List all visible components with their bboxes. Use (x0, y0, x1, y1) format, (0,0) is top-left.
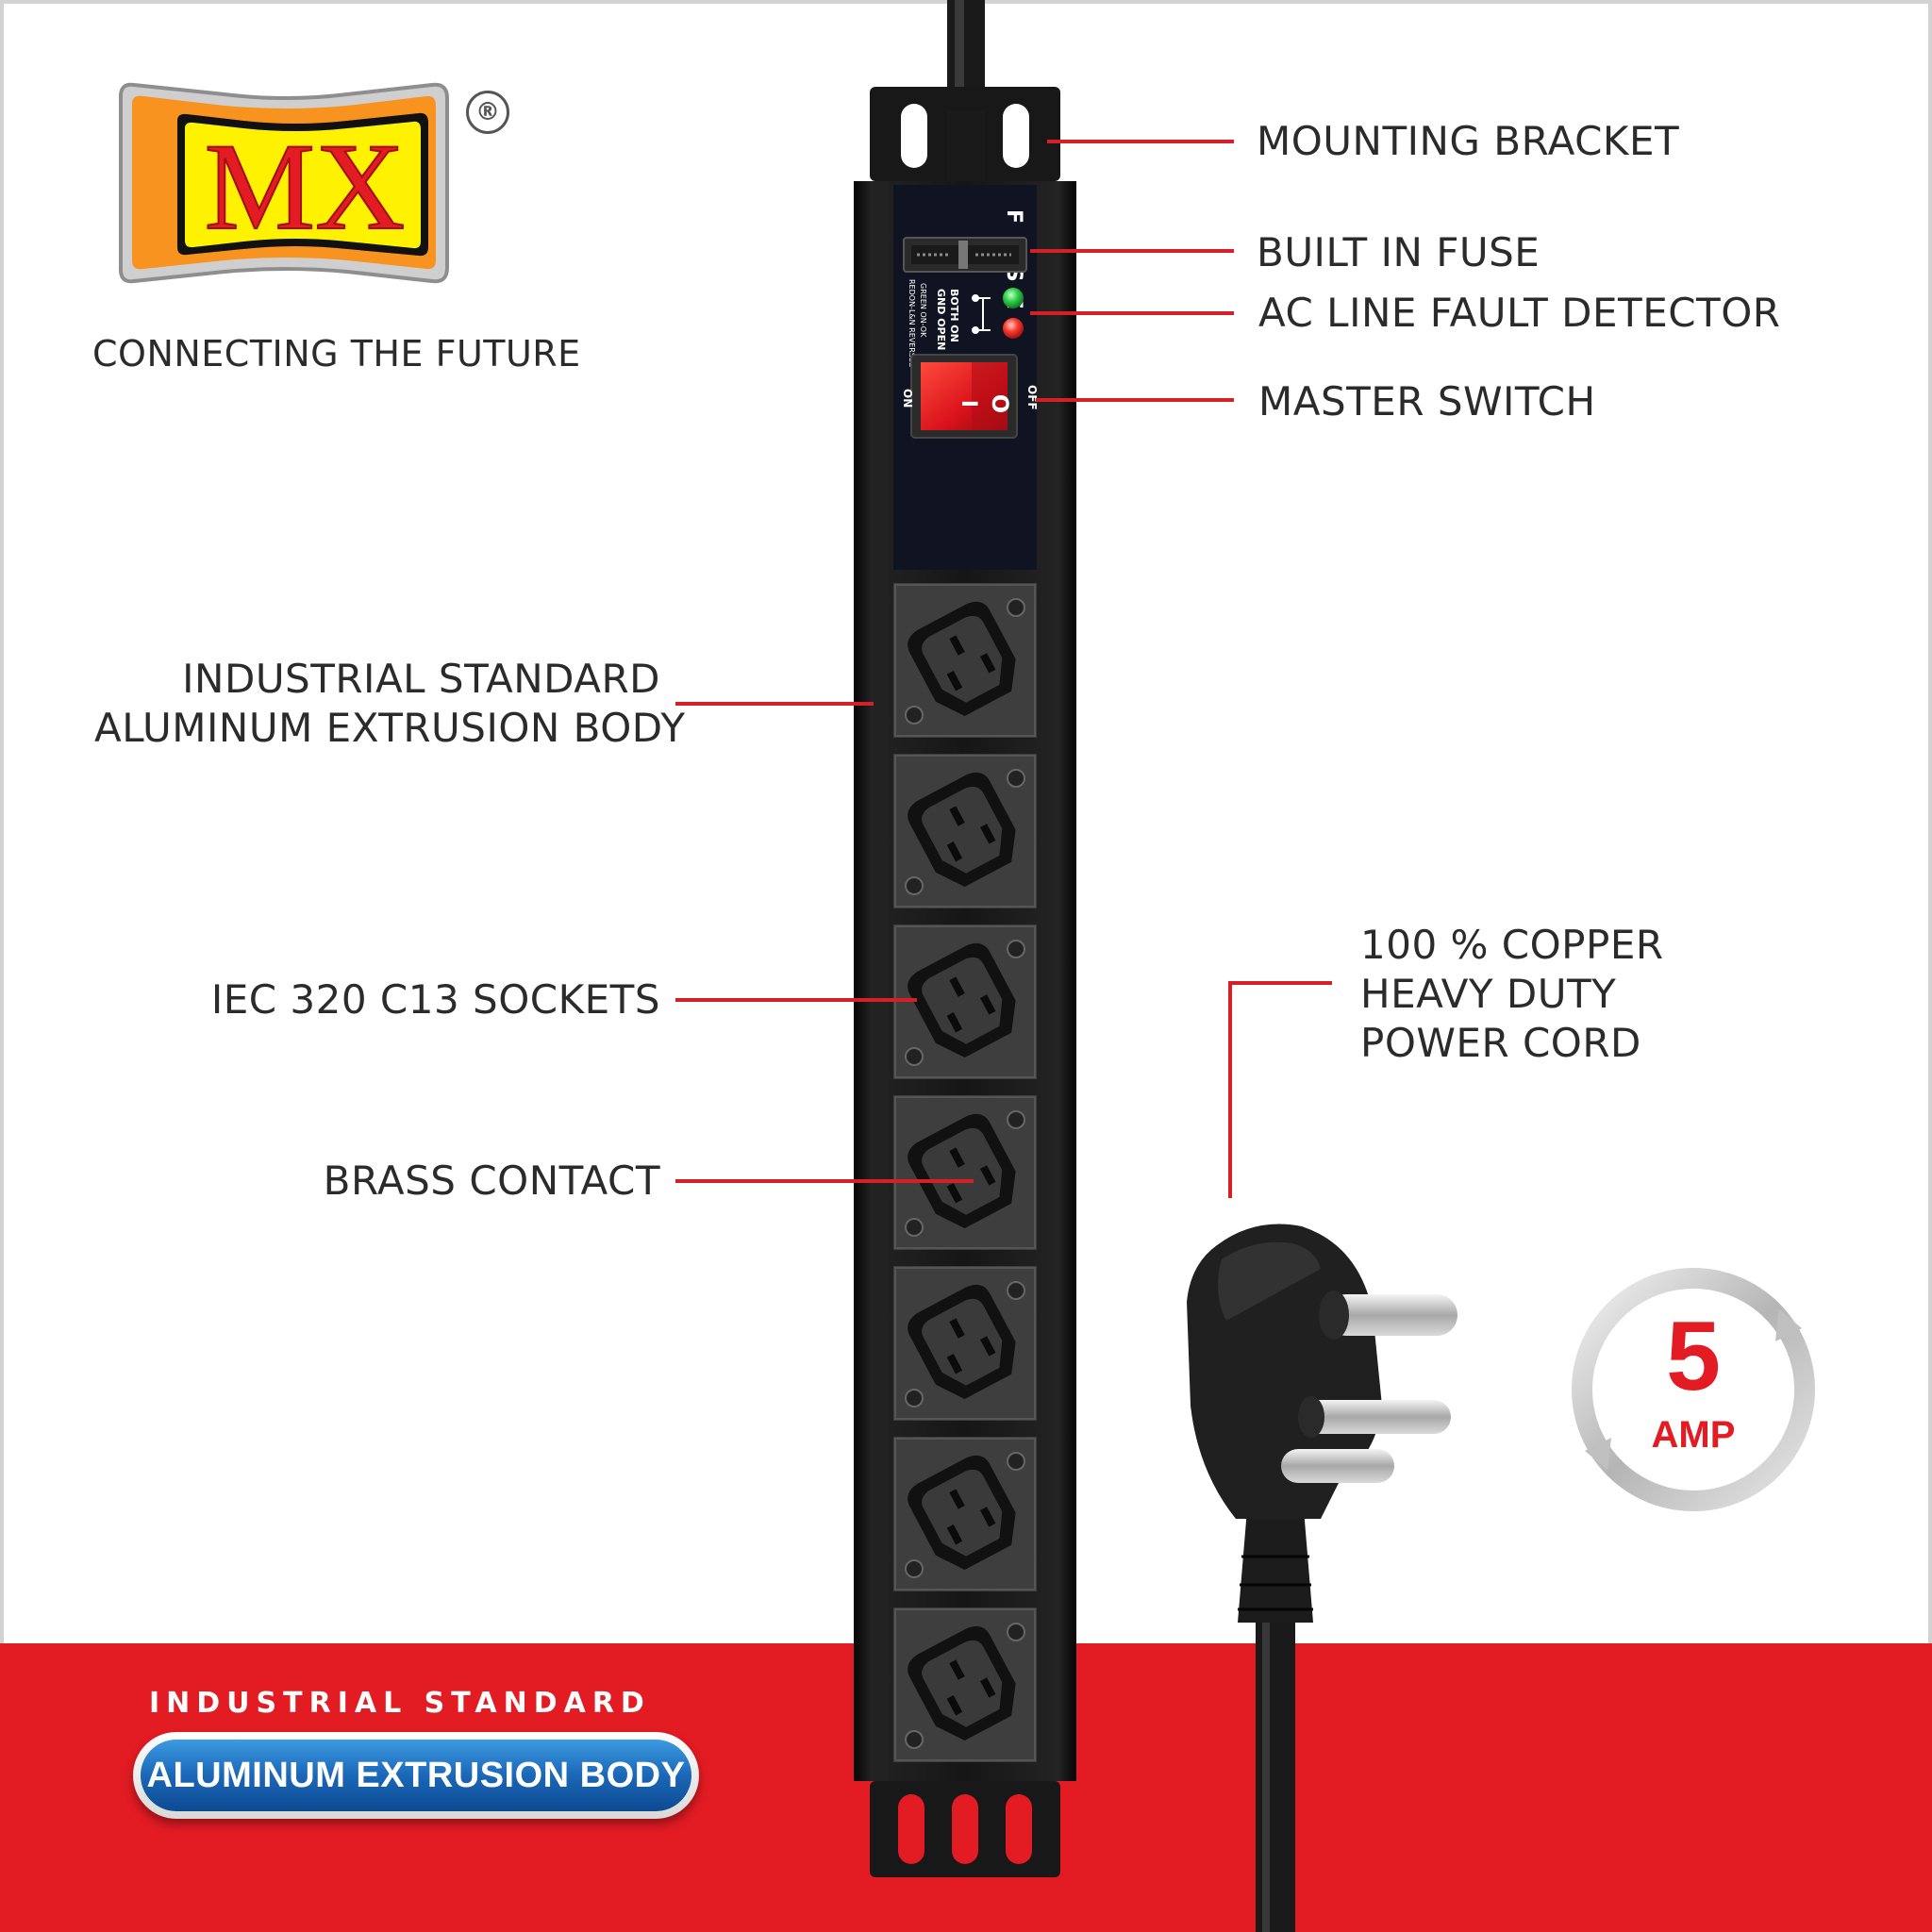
c13-socket[interactable] (893, 1607, 1037, 1762)
logo-yellow-panel (185, 121, 421, 249)
indicator-text-red: REDON-L&N REVERSED (908, 279, 916, 368)
socket-screw (905, 1559, 924, 1578)
brass-contact (946, 1659, 996, 1716)
bracket-slot (952, 1794, 978, 1864)
callout-cord-line1: 100 % COPPER (1360, 922, 1664, 968)
indicator-text-gnd-open: GND OPEN (935, 289, 947, 350)
bracket-slot (1006, 1794, 1032, 1864)
socket-screw (905, 876, 924, 895)
c13-socket[interactable] (893, 1437, 1037, 1591)
socket-screw (1007, 598, 1025, 617)
leader-fuse (1030, 249, 1234, 253)
input-cable-highlight (955, 0, 964, 111)
bottom-mounting-bracket (870, 1781, 1060, 1877)
callout-built-in-fuse: BUILT IN FUSE (1257, 229, 1541, 275)
band-title: INDUSTRIAL STANDARD (149, 1687, 651, 1720)
leader-cord-horizontal (1228, 981, 1332, 985)
bracket-slot (898, 1794, 924, 1864)
registered-mark: ® (466, 91, 509, 134)
socket-screw (1007, 1623, 1025, 1641)
leader-cord-vertical (1228, 981, 1232, 1198)
socket-screw (905, 1047, 924, 1066)
indicator-text-both-on: BOTH ON (948, 289, 960, 342)
badge-arrow (1585, 1438, 1611, 1470)
band-pill: ALUMINUM EXTRUSION BODY (133, 1732, 699, 1819)
bracket-slot (1003, 104, 1029, 168)
c13-socket[interactable] (893, 1266, 1037, 1421)
plug-strain-relief (1238, 1509, 1313, 1623)
fuse-holder[interactable] (903, 237, 1027, 273)
mx-logo: MX (119, 82, 449, 284)
badge-amp-unit: AMP (1652, 1414, 1736, 1456)
callout-body-line1: INDUSTRIAL STANDARD (182, 656, 660, 702)
socket-screw (1007, 769, 1025, 788)
socket-screw (1007, 1110, 1025, 1129)
callout-cord-line3: POWER CORD (1360, 1020, 1641, 1066)
c13-socket[interactable] (893, 1095, 1037, 1250)
socket-screw (1007, 1281, 1025, 1300)
band-pill-text: ALUMINUM EXTRUSION BODY (146, 1756, 686, 1795)
leader-master-switch (1036, 398, 1234, 402)
leader-body (675, 702, 874, 706)
three-pin-plug (1187, 1224, 1457, 1932)
c13-socket[interactable] (893, 754, 1037, 908)
badge-ring (1572, 1268, 1815, 1511)
socket-column (893, 583, 1037, 1762)
brass-contact (946, 806, 996, 862)
leader-brass-contact (675, 1179, 974, 1183)
brass-contact (946, 976, 996, 1033)
callout-fault-detector: AC LINE FAULT DETECTOR (1258, 290, 1781, 336)
callout-body-line2: ALUMINUM EXTRUSION BODY (94, 705, 686, 751)
plug-earth-pin (1325, 1294, 1457, 1336)
leader-fault-detector (1030, 311, 1234, 315)
logo-text: MX (205, 117, 406, 256)
switch-off-label: OFF (1025, 385, 1039, 410)
brass-contact (946, 635, 996, 691)
callout-mounting-bracket: MOUNTING BRACKET (1257, 118, 1680, 164)
socket-screw (1007, 940, 1025, 958)
red-led-indicator (1003, 318, 1024, 339)
leader-mounting-bracket (1047, 140, 1234, 143)
badge-arrow (1775, 1309, 1802, 1341)
brass-contact (946, 1318, 996, 1374)
socket-screw (905, 1389, 924, 1407)
callout-brass-contact: BRASS CONTACT (323, 1158, 660, 1204)
callout-cord-line2: HEAVY DUTY (1360, 971, 1617, 1017)
power-cord (1256, 1604, 1295, 1932)
leader-sockets (675, 998, 917, 1002)
callout-sockets: IEC 320 C13 SOCKETS (210, 976, 660, 1023)
c13-socket[interactable] (893, 583, 1037, 738)
callout-master-switch: MASTER SWITCH (1258, 378, 1596, 425)
master-switch[interactable] (910, 354, 1018, 439)
switch-off-symbol: O (987, 394, 1013, 413)
socket-screw (905, 1218, 924, 1237)
indicator-text-green: GREEN ON-OK (919, 283, 927, 338)
switch-on-symbol: I (957, 400, 980, 408)
top-mounting-bracket (870, 87, 1060, 181)
socket-screw (1007, 1452, 1025, 1471)
socket-screw (905, 1730, 924, 1749)
brass-contact (946, 1147, 996, 1204)
green-led-indicator (1003, 288, 1024, 308)
brand-tagline: CONNECTING THE FUTURE (92, 333, 581, 375)
socket-screw (905, 706, 924, 724)
brass-contact (946, 1489, 996, 1545)
amp-rating-badge: 5 AMP (1572, 1268, 1815, 1511)
badge-amp-value: 5 (1666, 1302, 1721, 1411)
plug-pin (1281, 1449, 1394, 1483)
leader-lines (675, 140, 1332, 1198)
c13-socket[interactable] (893, 924, 1037, 1079)
switch-on-label: ON (901, 389, 914, 408)
bracket-slot (901, 104, 927, 168)
plug-pin (1302, 1400, 1451, 1434)
indicator-circuit-symbol (972, 294, 991, 334)
